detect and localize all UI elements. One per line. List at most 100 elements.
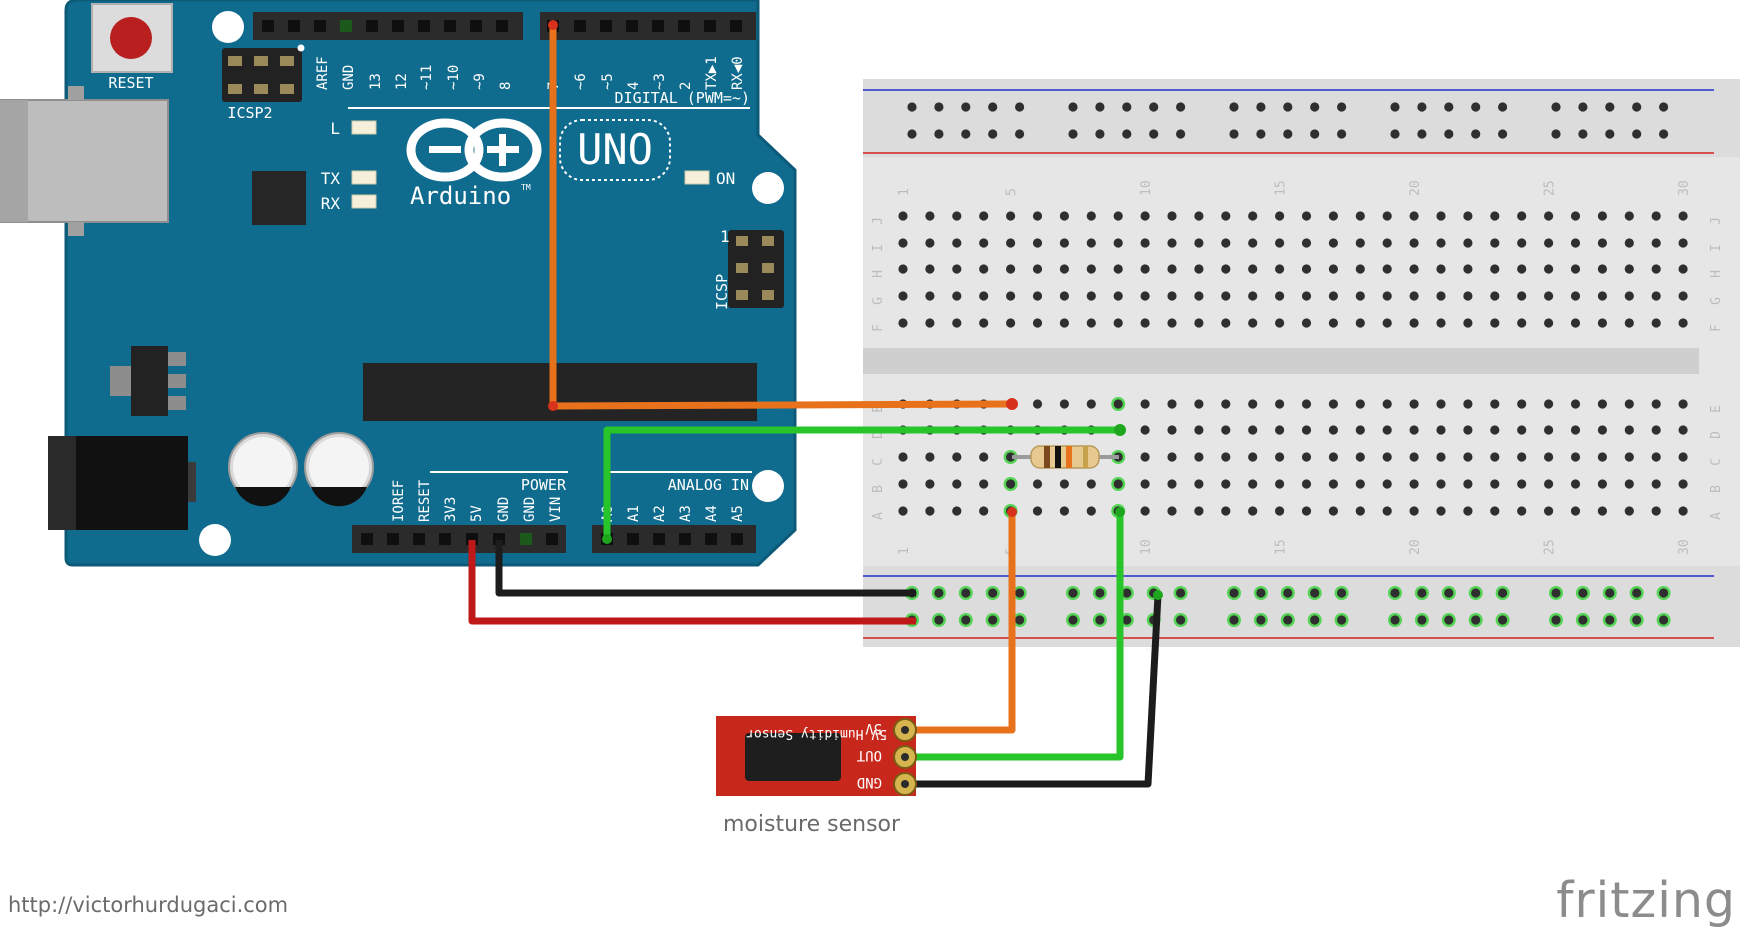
led-on: [684, 170, 710, 185]
breadboard-hole: [1113, 479, 1123, 489]
uno-badge: [559, 119, 671, 181]
breadboard-hole: [952, 506, 962, 516]
breadboard-hole: [952, 452, 962, 462]
breadboard-hole: [1570, 238, 1581, 248]
row-letter: A: [1709, 512, 1724, 520]
row-letter: G: [871, 297, 886, 305]
breadboard-hole: [898, 506, 908, 516]
breadboard-hole: [1328, 211, 1338, 221]
breadboard-hole: [1444, 129, 1454, 139]
breadboard-hole: [1229, 588, 1239, 598]
breadboard-hole: [1086, 264, 1096, 274]
usb-tab: [68, 222, 84, 236]
breadboard-hole: [1149, 129, 1159, 139]
breadboard-hole: [1167, 452, 1177, 462]
breadboard-hole: [1095, 615, 1105, 625]
breadboard-hole: [934, 588, 944, 598]
digital-pin-socket: [444, 20, 456, 32]
digital-pin-socket: [678, 20, 690, 32]
row-letter: A: [871, 512, 886, 520]
breadboard-hole: [1605, 615, 1615, 625]
power-pin-socket: [361, 533, 373, 545]
breadboard-hole: [1463, 506, 1473, 516]
breadboard-hole: [1301, 264, 1312, 274]
breadboard-hole: [952, 264, 962, 274]
breadboard-hole: [1229, 129, 1239, 139]
capacitor: [228, 432, 298, 507]
digital-pin-label: 2: [678, 82, 694, 90]
row-letter: J: [1709, 217, 1724, 225]
breadboard-hole: [1578, 129, 1588, 139]
breadboard-hole: [1176, 588, 1186, 598]
breadboard-hole: [1328, 425, 1338, 435]
breadboard-hole: [925, 452, 935, 462]
breadboard-hole: [1578, 615, 1588, 625]
breadboard-hole: [925, 318, 935, 328]
breadboard-hole: [1678, 211, 1688, 221]
digital-pin-socket: [288, 20, 300, 32]
analog-pin-socket: [679, 533, 691, 545]
breadboard-hole: [1490, 506, 1500, 516]
breadboard-hole: [952, 211, 962, 221]
breadboard-hole: [1221, 479, 1231, 489]
breadboard-hole: [1256, 588, 1266, 598]
breadboard-hole: [1409, 452, 1419, 462]
breadboard-hole: [1068, 615, 1078, 625]
breadboard-hole: [1490, 238, 1500, 248]
analog-pin-socket: [627, 533, 639, 545]
breadboard-hole: [1417, 129, 1427, 139]
breadboard-hole: [1301, 479, 1312, 489]
mounting-hole: [212, 11, 244, 43]
breadboard-hole: [1122, 588, 1132, 598]
breadboard-hole: [1659, 129, 1669, 139]
breadboard-hole: [1444, 588, 1454, 598]
digital-pin-label: ~10: [446, 65, 462, 90]
breadboard-hole: [1463, 318, 1473, 328]
breadboard-hole: [1032, 506, 1043, 516]
breadboard-hole: [1498, 615, 1508, 625]
analog-pin-label: A4: [704, 505, 720, 522]
breadboard-hole: [1068, 102, 1078, 112]
breadboard-hole: [925, 238, 935, 248]
breadboard-hole: [1597, 479, 1607, 489]
breadboard-hole: [1015, 588, 1025, 598]
breadboard-hole: [1498, 102, 1508, 112]
breadboard-hole: [1651, 479, 1661, 489]
breadboard-hole: [1140, 211, 1150, 221]
analog-pin-socket: [731, 533, 743, 545]
row-letter: H: [871, 270, 886, 278]
breadboard-hole: [1436, 238, 1446, 248]
breadboard-hole: [1059, 211, 1069, 221]
digital-pin-socket: [262, 20, 274, 32]
breadboard-hole: [1167, 479, 1177, 489]
breadboard-hole: [1436, 264, 1446, 274]
breadboard-hole: [925, 264, 935, 274]
breadboard-hole: [1355, 452, 1365, 462]
breadboard-hole: [1059, 479, 1069, 489]
breadboard-hole: [1517, 264, 1527, 274]
breadboard-hole: [1006, 264, 1016, 274]
power-wire: [468, 540, 916, 625]
breadboard-hole: [1551, 588, 1561, 598]
power-pin-label: RESET: [417, 479, 433, 522]
breadboard-hole: [1140, 399, 1150, 409]
breadboard-hole: [1436, 452, 1446, 462]
breadboard-hole: [1409, 211, 1419, 221]
breadboard-hole: [1328, 264, 1338, 274]
breadboard-hole: [1059, 291, 1069, 301]
breadboard-hole: [1275, 479, 1285, 489]
arduino-infinity-logo: [406, 118, 542, 182]
breadboard-hole: [1570, 264, 1581, 274]
breadboard-hole: [1544, 452, 1554, 462]
mounting-hole: [199, 524, 231, 556]
wire-end-dot: [1115, 507, 1125, 517]
breadboard-hole: [1248, 238, 1258, 248]
breadboard-hole: [1355, 479, 1365, 489]
dc-power-jack-pin: [188, 462, 196, 502]
led-on-label: ON: [716, 169, 735, 188]
breadboard-hole: [1167, 506, 1177, 516]
breadboard-hole: [1140, 238, 1150, 248]
breadboard-hole: [1221, 425, 1231, 435]
